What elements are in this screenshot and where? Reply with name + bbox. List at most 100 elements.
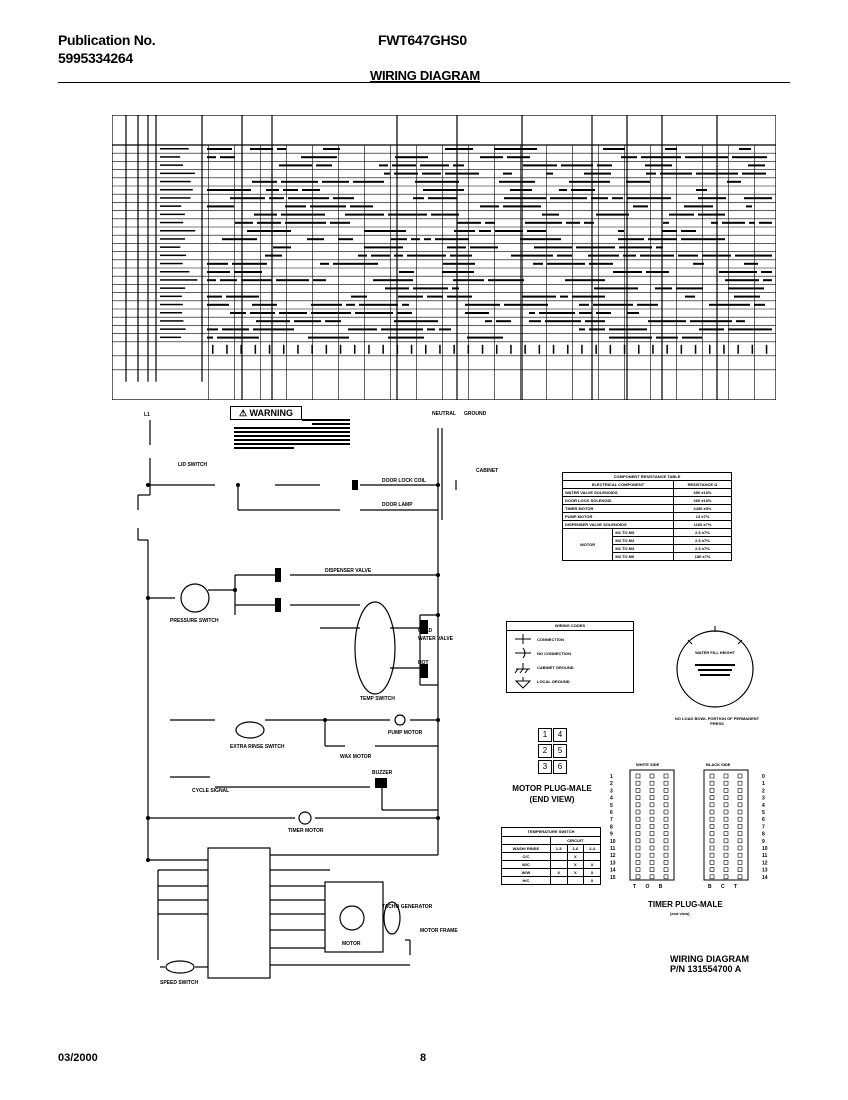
motor-row: M3 TO M2 — [612, 536, 674, 545]
resistance-col1: ELECTRICAL COMPONENT — [562, 480, 674, 489]
wiring-schematic: L1 NEUTRAL GROUND LID SWITCH DOOR LOCK C… — [137, 411, 498, 986]
timer-plug-pin — [635, 773, 641, 779]
timer-plug-pin — [709, 852, 715, 858]
timer-plug-pin — [723, 824, 729, 829]
timer-plug-pin — [663, 773, 669, 779]
timer-plug-pin — [737, 788, 743, 793]
hot-label: HOT — [418, 660, 429, 666]
temp-switch-col: 1-5 — [549, 844, 568, 853]
temp-switch-cell — [566, 876, 585, 885]
timer-plug-pin — [737, 802, 743, 808]
timer-plug-pin — [737, 874, 743, 880]
timer-plug-pin — [649, 816, 655, 822]
white-side-label: WHITE SIDE — [636, 762, 660, 767]
resistance-row: DOOR LOCK SOLENOID — [562, 496, 674, 505]
door-lamp-label: DOOR LAMP — [382, 502, 413, 508]
timer-plug-sublabel: (end view) — [670, 911, 690, 916]
motor-plug-grid: 1 4 2 5 3 6 — [538, 728, 568, 776]
timer-plug-pin — [723, 831, 729, 836]
timer-plug-pin — [663, 860, 669, 865]
timer-plug-pin — [635, 860, 641, 865]
timer-plug-pin — [737, 816, 743, 822]
page-title: WIRING DIAGRAM — [370, 68, 480, 83]
timer-plug-pin — [737, 860, 743, 865]
motor-label: MOTOR — [342, 941, 361, 947]
pressure-switch-label: PRESSURE SWITCH — [170, 618, 219, 624]
extra-rinse-label: EXTRA RINSE SWITCH — [230, 744, 285, 750]
timer-plug-pin — [649, 860, 655, 865]
timer-plug-label: TIMER PLUG-MALE — [648, 900, 723, 909]
publication-label: Publication No. — [58, 32, 156, 48]
timer-plug-pin — [663, 831, 669, 836]
timer-plug-row-left: 3 — [610, 788, 613, 794]
timer-plug-bottom-right: B C T — [708, 884, 742, 890]
timer-plug-row-left: 5 — [610, 803, 613, 809]
buzzer-label: BUZZER — [372, 770, 393, 776]
warning-icon: ⚠ — [238, 408, 248, 418]
timer-plug-row-left: 9 — [610, 832, 613, 838]
timer-plug-pin — [649, 874, 655, 880]
wiring-codes-box: WIRING CODES CONNECTION NO CONNECTION CA… — [506, 621, 634, 693]
temp-switch-cell: X — [583, 868, 601, 877]
timer-plug-pin — [649, 788, 655, 793]
temp-switch-cell — [549, 876, 568, 885]
timer-plug-pin — [723, 773, 729, 779]
motor-plug-pin: 3 — [538, 760, 552, 774]
timer-plug-row-right: 3 — [762, 796, 765, 802]
motor-plug-pin: 5 — [553, 744, 567, 758]
timer-plug-pin — [663, 852, 669, 858]
timer-plug-pin — [635, 780, 641, 786]
timer-plug-pin — [709, 809, 715, 815]
l1-label: L1 — [144, 412, 150, 418]
temp-switch-cell: X — [566, 860, 585, 869]
resistance-value: 13 ±7% — [673, 512, 732, 521]
timer-plug-pin — [663, 802, 669, 808]
resistance-row: DISPENSER VALVE SOLENOIDS — [562, 520, 674, 529]
motor-group-label: MOTOR — [561, 528, 614, 561]
timer-plug-pin — [737, 780, 743, 786]
temp-switch-cell: X — [549, 868, 568, 877]
timer-plug-pin — [723, 845, 729, 851]
timer-plug-pin — [635, 867, 641, 872]
timer-plug-row-left: 10 — [610, 839, 616, 845]
timer-plug-pin — [737, 867, 743, 872]
resistance-value: 2430 ±5% — [673, 504, 732, 513]
timer-plug-pin — [709, 795, 715, 800]
timer-plug-pin — [709, 860, 715, 865]
motor-plug-pin: 2 — [538, 744, 552, 758]
timer-plug-row-right: 10 — [762, 846, 768, 852]
temp-switch-col: 1-6 — [566, 844, 585, 853]
resistance-table: COMPONENT RESISTANCE TABLE ELECTRICAL CO… — [561, 472, 732, 561]
timer-plug-row-left: 8 — [610, 824, 613, 830]
timer-plug-pin — [737, 852, 743, 858]
cycle-signal-label: CYCLE SIGNAL — [192, 788, 229, 794]
timer-plug-pin — [649, 845, 655, 851]
timer-plug-pin — [635, 816, 641, 822]
timer-plug-pin — [635, 795, 641, 800]
timer-plug-pin — [723, 816, 729, 822]
timer-plug-row-left: 14 — [610, 868, 616, 874]
timer-plug-row-left: 6 — [610, 810, 613, 816]
timer-plug-pin — [663, 809, 669, 815]
warning-text-block — [234, 419, 350, 449]
timer-plug-row-right: 7 — [762, 824, 765, 830]
black-side-label: BLACK SIDE — [706, 762, 731, 767]
temp-switch-title: TEMPERATURE SWITCH — [501, 827, 601, 837]
timer-plug-pin — [737, 773, 743, 779]
motor-value: 180 ±7% — [673, 552, 732, 561]
timer-plug-pin — [723, 788, 729, 793]
timer-plug-row-right: 5 — [762, 810, 765, 816]
resistance-value: 260 ±10% — [673, 496, 732, 505]
lid-switch-label: LID SWITCH — [178, 462, 208, 468]
timer-plug-pin — [723, 780, 729, 786]
wiring-code-label: LOCAL GROUND — [537, 679, 570, 684]
water-fill-label: WATER FILL HEIGHT — [695, 650, 735, 655]
cold-label: COLD — [418, 628, 433, 634]
timer-plug-pin — [663, 816, 669, 822]
timer-plug-pin — [723, 809, 729, 815]
timer-plug-pin — [709, 824, 715, 829]
timer-plug-row-right: 14 — [762, 875, 768, 881]
timer-plug-pin — [737, 795, 743, 800]
timer-plug-pin — [635, 809, 641, 815]
